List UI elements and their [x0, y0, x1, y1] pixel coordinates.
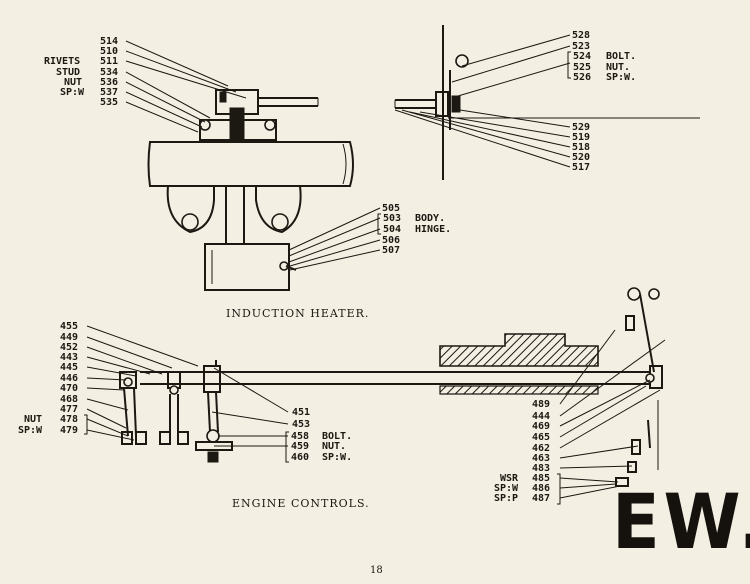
engine-controls-caption: ENGINE CONTROLS. [232, 497, 370, 510]
label-468: 468 [60, 394, 78, 405]
label-487: 487 [532, 493, 550, 504]
label-470: 470 [60, 383, 78, 394]
label-nut-4: NUT. [322, 441, 346, 452]
label-spw-4: SP:W. [322, 452, 352, 463]
label-503: 503 [383, 213, 401, 224]
label-bolt-1: BOLT. [606, 51, 636, 62]
label-506: 506 [382, 235, 400, 246]
label-524: 524 [573, 51, 591, 62]
label-519: 519 [572, 132, 590, 143]
engine-controls-drawing [119, 287, 663, 487]
bolt-assembly-drawing [394, 25, 700, 180]
label-wsr: WSR [500, 473, 519, 484]
label-518: 518 [572, 142, 590, 153]
label-nut-2: NUT. [606, 62, 630, 73]
label-spw-1: SP:W [60, 87, 85, 98]
label-520: 520 [572, 152, 590, 163]
label-529: 529 [572, 122, 590, 133]
label-spw-2: SP:W. [606, 72, 636, 83]
label-bolt-2: BOLT. [322, 431, 352, 442]
label-452: 452 [60, 342, 78, 353]
label-spw-5: SP:W [494, 483, 519, 494]
label-459: 459 [291, 441, 309, 452]
label-537: 537 [100, 87, 118, 98]
label-517: 517 [572, 162, 590, 173]
label-505: 505 [382, 203, 400, 214]
label-brackets [84, 51, 571, 505]
label-504: 504 [383, 224, 401, 235]
label-489: 489 [532, 399, 550, 410]
label-443: 443 [60, 352, 78, 363]
section-code: EW. [612, 477, 750, 566]
label-523: 523 [572, 41, 590, 52]
label-458: 458 [291, 431, 309, 442]
label-507: 507 [382, 245, 400, 256]
label-526: 526 [573, 72, 591, 83]
label-453: 453 [292, 419, 310, 430]
label-445: 445 [60, 362, 78, 373]
label-477: 477 [60, 404, 78, 415]
label-534: 534 [100, 67, 118, 78]
label-511: 511 [100, 56, 118, 67]
label-nut-3: NUT [24, 414, 42, 425]
label-449: 449 [60, 332, 78, 343]
label-rivets: RIVETS [44, 56, 80, 67]
induction-heater-drawing [147, 89, 354, 291]
label-455: 455 [60, 321, 78, 332]
label-446: 446 [60, 373, 78, 384]
label-525: 525 [573, 62, 591, 73]
label-451: 451 [292, 407, 310, 418]
label-479: 479 [60, 425, 78, 436]
label-465: 465 [532, 432, 550, 443]
part-number-labels: 514 510 511 RIVETS 534 STUD 536 NUT 537 … [18, 30, 636, 504]
label-478: 478 [60, 414, 78, 425]
label-528: 528 [572, 30, 590, 41]
page-number: 18 [370, 565, 383, 576]
label-stud: STUD [56, 67, 80, 78]
induction-heater-caption: INDUCTION HEATER. [226, 307, 370, 320]
label-485: 485 [532, 473, 550, 484]
label-hinge: HINGE. [415, 224, 451, 235]
label-536: 536 [100, 77, 118, 88]
label-514: 514 [100, 36, 118, 47]
label-483: 483 [532, 463, 550, 474]
leader-lines [86, 34, 666, 499]
label-spw-3: SP:W [18, 425, 43, 436]
label-spp: SP:P [494, 493, 518, 504]
label-444: 444 [532, 411, 550, 422]
label-nut-1: NUT [64, 77, 82, 88]
label-body: BODY. [415, 213, 445, 224]
label-469: 469 [532, 421, 550, 432]
label-462: 462 [532, 443, 550, 454]
label-460: 460 [291, 452, 309, 463]
label-535: 535 [100, 97, 118, 108]
label-486: 486 [532, 483, 550, 494]
label-510: 510 [100, 46, 118, 57]
label-463: 463 [532, 453, 550, 464]
